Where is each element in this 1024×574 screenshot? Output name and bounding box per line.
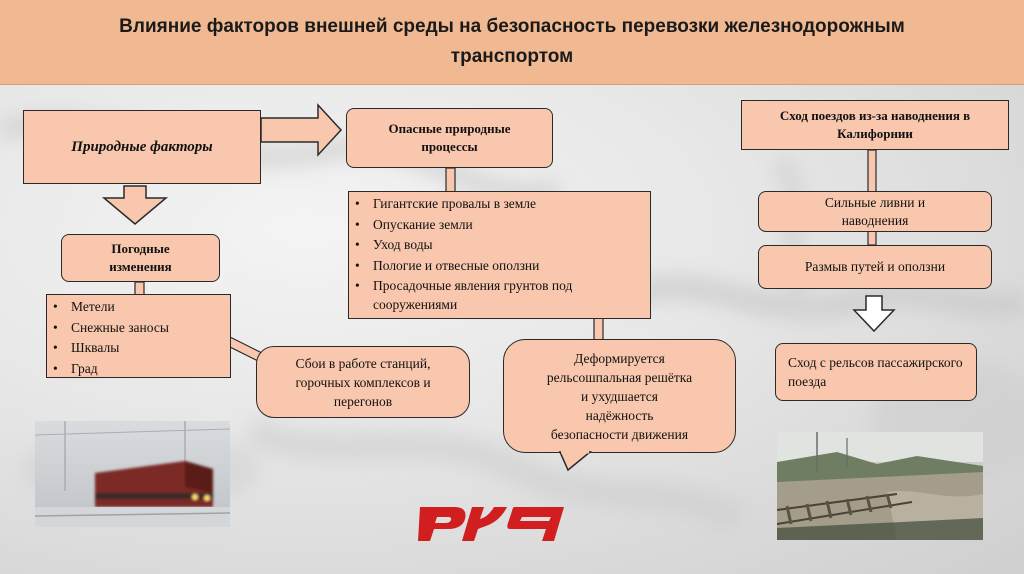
station-failures-box: Сбои в работе станций, горочных комплекс… [256, 346, 470, 418]
rzd-logo [414, 495, 584, 545]
deformation-line: безопасности движения [550, 426, 689, 442]
california-title-box: Сход поездов из-за наводнения в Калифорн… [741, 100, 1009, 150]
list-item: Опускание земли [349, 215, 650, 236]
california-title-label: Сход поездов из-за наводнения в Калифорн… [779, 108, 971, 141]
snowstorm-train-photo [35, 421, 230, 527]
list-item: Снежные заносы [47, 318, 230, 339]
deformation-line: надёжность [585, 407, 654, 423]
list-item: Просадочные явления грунтов под сооружен… [349, 276, 593, 314]
weather-changes-box: Погодные изменения [61, 234, 220, 282]
station-failures-label: Сбои в работе станций, горочных комплекс… [295, 355, 431, 409]
rzd-logo-image [418, 507, 564, 541]
list-item: Шквалы [47, 338, 230, 359]
list-item: Метели [47, 297, 230, 318]
snowstorm-train-image [35, 421, 230, 527]
heavy-rains-label: Сильные ливни и наводнения [824, 194, 926, 228]
weather-changes-label: Погодные изменения [109, 241, 172, 274]
flooded-track-image [777, 432, 983, 540]
heavy-rains-box: Сильные ливни и наводнения [758, 191, 992, 232]
processes-list: Гигантские провалы в земле Опускание зем… [349, 194, 650, 314]
arrow-down-white [852, 295, 896, 333]
hazardous-processes-label: Опасные природные процессы [388, 121, 511, 154]
header-bar: Влияние факторов внешней среды на безопа… [0, 0, 1024, 85]
deformation-line: рельсошпальная решётка [546, 369, 693, 385]
list-item: Пологие и отвесные оползни [349, 256, 650, 277]
list-item: Гигантские провалы в земле [349, 194, 650, 215]
natural-factors-box: Природные факторы [23, 110, 261, 184]
track-erosion-label: Размыв путей и оползни [804, 259, 946, 274]
deformation-line: Деформируется [574, 350, 665, 366]
hazardous-processes-box: Опасные природные процессы [346, 108, 553, 168]
page-title: Влияние факторов внешней среды на безопа… [119, 16, 905, 67]
processes-list-box: Гигантские провалы в земле Опускание зем… [348, 191, 651, 319]
arrow-down-shape [101, 185, 169, 225]
deformation-line: и ухудшается [581, 388, 658, 404]
derailment-label: Сход с рельсов пассажирского поезда [788, 355, 963, 389]
derailment-box: Сход с рельсов пассажирского поезда [775, 343, 977, 401]
natural-factors-label: Природные факторы [71, 138, 213, 155]
weather-items-box: Метели Снежные заносы Шквалы Град [46, 294, 231, 379]
track-deformation-box: Деформируется рельсошпальная решётка и у… [503, 339, 736, 453]
track-erosion-box: Размыв путей и оползни [758, 245, 992, 289]
weather-items-list: Метели Снежные заносы Шквалы Град [47, 297, 230, 379]
flooded-track-photo [777, 432, 983, 540]
list-item: Град [47, 359, 230, 380]
list-item: Уход воды [349, 235, 650, 256]
arrow-right-shape [260, 103, 343, 157]
